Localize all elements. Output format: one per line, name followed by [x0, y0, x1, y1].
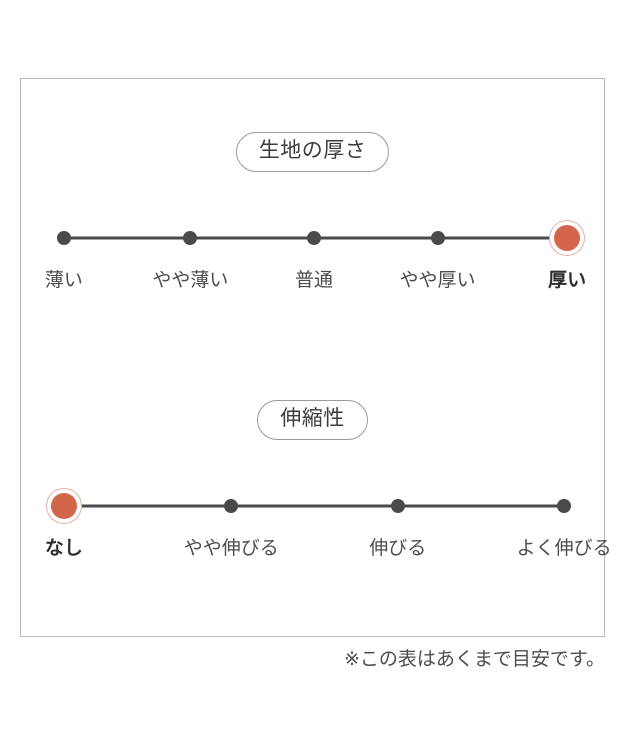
stretch-label-4: よく伸びる: [516, 538, 612, 560]
thickness-track: [21, 218, 604, 258]
thickness-title-pill: 生地の厚さ: [235, 132, 390, 173]
thickness-label-2: やや薄い: [152, 270, 229, 292]
stretch-title-row: 伸縮性: [21, 400, 604, 441]
stretch-node-1-active[interactable]: [50, 493, 77, 520]
thickness-label-5-active: 厚い: [548, 270, 587, 292]
stretch-label-2: やや伸びる: [183, 538, 279, 560]
stretch-node-4[interactable]: [557, 499, 572, 514]
scale-section-thickness: 生地の厚さ 薄い やや薄い 普通 やや厚い 厚い: [21, 79, 604, 304]
thickness-label-4: やや厚い: [399, 270, 476, 292]
thickness-label-3: 普通: [295, 270, 334, 292]
stretch-title-pill: 伸縮性: [257, 400, 368, 441]
stretch-track: [21, 486, 604, 526]
thickness-node-5-active[interactable]: [554, 225, 581, 252]
fabric-spec-card: 生地の厚さ 薄い やや薄い 普通 やや厚い 厚い 伸縮性: [20, 78, 612, 637]
scale-section-stretch: 伸縮性 なし やや伸びる 伸びる よく伸びる: [21, 347, 612, 572]
stretch-track-line: [63, 504, 565, 508]
thickness-label-1: 薄い: [44, 270, 83, 292]
stretch-labels: なし やや伸びる 伸びる よく伸びる: [21, 538, 612, 572]
thickness-node-1[interactable]: [56, 231, 71, 246]
thickness-labels: 薄い やや薄い 普通 やや厚い 厚い: [21, 270, 604, 304]
thickness-node-2[interactable]: [183, 231, 198, 246]
thickness-title-row: 生地の厚さ: [21, 132, 604, 173]
stretch-node-2[interactable]: [224, 499, 239, 514]
footnote-text: ※この表はあくまで目安です。: [343, 649, 605, 670]
thickness-node-4[interactable]: [430, 231, 445, 246]
stretch-label-1-active: なし: [44, 538, 83, 560]
thickness-node-3[interactable]: [307, 231, 322, 246]
stretch-label-3: 伸びる: [369, 538, 427, 560]
stretch-node-3[interactable]: [390, 499, 405, 514]
